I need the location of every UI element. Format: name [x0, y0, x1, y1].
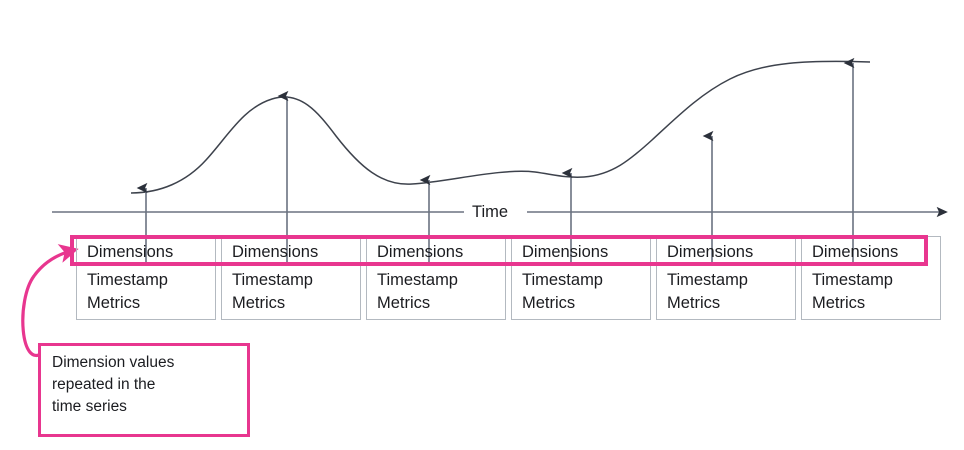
record-4-dimensions: Dimensions	[522, 243, 609, 261]
record-5-dimensions: Dimensions	[667, 243, 754, 261]
callout-text: Dimension values repeated in the time se…	[52, 354, 175, 415]
dimensions-row-highlight	[70, 235, 928, 266]
record-1-metrics: Metrics	[87, 294, 141, 312]
record-3-timestamp: Timestamp	[377, 271, 458, 289]
callout-box	[38, 343, 250, 437]
record-3-dimensions: Dimensions	[377, 243, 464, 261]
sample-arrows	[136, 57, 855, 262]
record-4-timestamp: Timestamp	[522, 271, 603, 289]
record-6-dimensions: Dimensions	[812, 243, 899, 261]
record-6-timestamp: Timestamp	[812, 271, 893, 289]
callout-connector-arrow	[21, 244, 79, 357]
record-2-timestamp: Timestamp	[232, 271, 313, 289]
record-1-dimensions: Dimensions	[87, 243, 174, 261]
record-2-metrics: Metrics	[232, 294, 286, 312]
record-2-dimensions: Dimensions	[232, 243, 319, 261]
record-4-metrics: Metrics	[522, 294, 576, 312]
time-series-curve	[130, 60, 871, 194]
record-5-timestamp: Timestamp	[667, 271, 748, 289]
time-axis-label: Time	[472, 203, 509, 221]
record-1-timestamp: Timestamp	[87, 271, 168, 289]
record-5-metrics: Metrics	[667, 294, 721, 312]
record-3-metrics: Metrics	[377, 294, 431, 312]
record-6-metrics: Metrics	[812, 294, 866, 312]
